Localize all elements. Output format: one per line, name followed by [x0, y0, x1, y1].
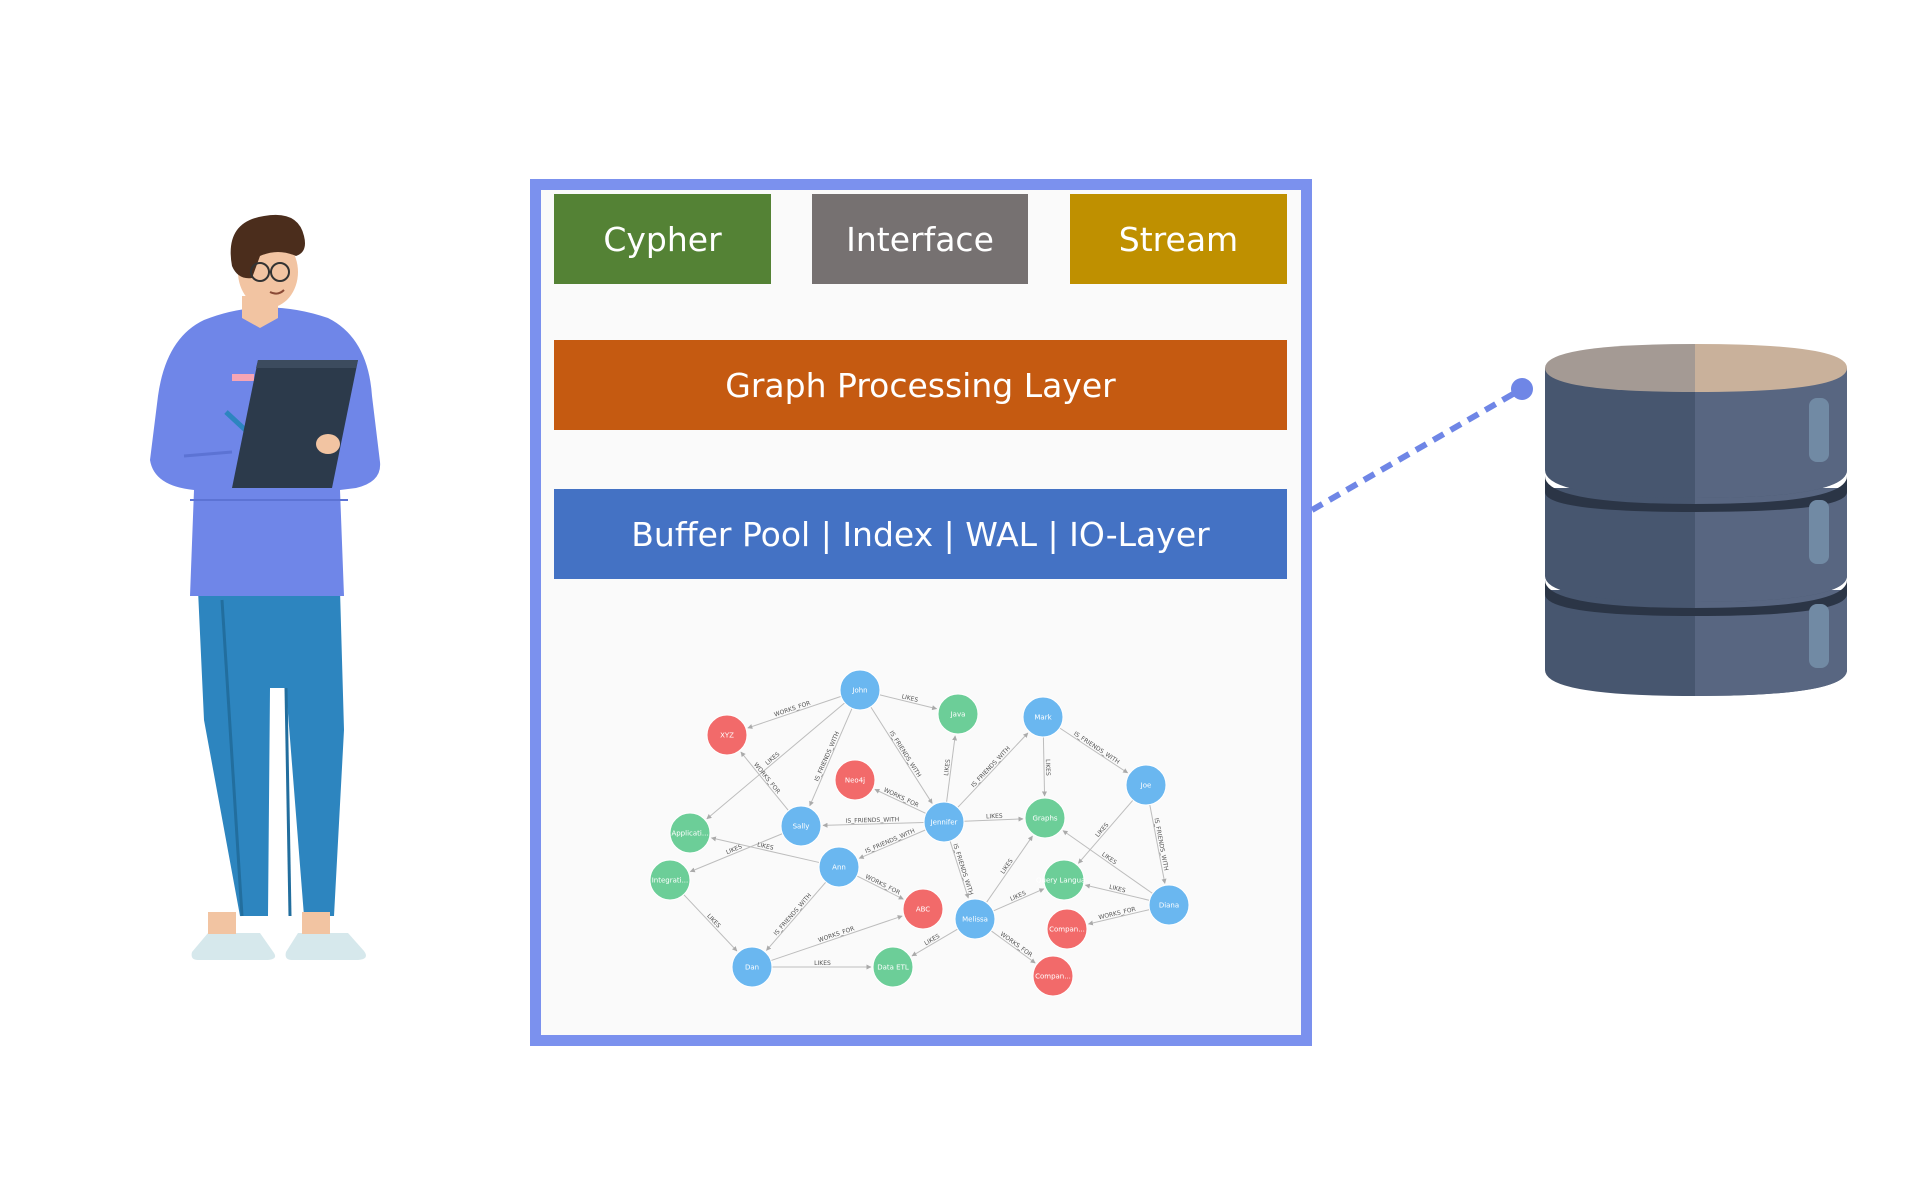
graph-edge-label: LIKES — [756, 841, 774, 852]
graph-node-java: Java — [937, 693, 979, 735]
graph-node-joe: Joe — [1125, 764, 1167, 806]
graph-edge — [1059, 727, 1129, 774]
graph-node-label: Applicati... — [671, 830, 708, 838]
graph-node-label: Integrati... — [652, 877, 689, 885]
graph-edge — [683, 894, 738, 952]
graph-edge — [985, 835, 1033, 903]
graph-node-abc: ABC — [902, 888, 944, 930]
graph-edge — [1087, 909, 1150, 926]
graph-edge — [770, 915, 903, 962]
graph-edge — [870, 706, 933, 804]
graph-edge — [1084, 883, 1150, 901]
graph-edge — [911, 928, 958, 957]
graph-edge — [990, 930, 1036, 964]
graph-node-label: Diana — [1159, 902, 1179, 910]
graph-node-applicati: Applicati... — [669, 812, 711, 854]
graph-edge — [949, 840, 970, 899]
graph-node-diana: Diana — [1148, 884, 1190, 926]
graph-node-label: Data ETL — [877, 964, 909, 972]
graph-edge-label: LIKES — [901, 693, 919, 704]
hair — [230, 214, 305, 279]
graph-edge — [874, 788, 927, 814]
graph-node-label: Dan — [745, 964, 759, 972]
graph-node-label: Sally — [793, 823, 810, 831]
graph-node-xyz: XYZ — [706, 714, 748, 756]
graph-node-label: Melissa — [962, 916, 988, 924]
graph-edge — [957, 732, 1029, 808]
graph-node-mark: Mark — [1022, 696, 1064, 738]
graph-node-label: XYZ — [720, 732, 734, 740]
graph-edge — [879, 694, 938, 711]
graph-node-integrati: Integrati... — [649, 859, 691, 901]
graph-node-sally: Sally — [780, 805, 822, 847]
graph-edge — [747, 695, 842, 729]
connector-line — [1310, 387, 1522, 513]
graph-edge — [856, 875, 904, 900]
graph-node-compan1: Compan... — [1046, 908, 1088, 950]
graph-edge — [809, 708, 853, 807]
graph-node-label: Mark — [1034, 714, 1052, 722]
graph-edge — [1077, 799, 1134, 864]
graph-node-dan: Dan — [731, 946, 773, 988]
graph-edge — [946, 735, 958, 803]
graph-node-dataetl: Data ETL — [872, 946, 914, 988]
graph-edge — [689, 833, 783, 873]
cypher-layer: Cypher — [554, 194, 771, 284]
graph-node-neo4j: Neo4j — [834, 759, 876, 801]
graph-node-label: ABC — [916, 906, 930, 914]
left-shoe — [191, 933, 276, 960]
graph-edge — [710, 836, 820, 864]
graph-node-label: Joe — [1140, 782, 1152, 790]
stream-layer: Stream — [1070, 194, 1287, 284]
graph-node-label: Ann — [832, 864, 846, 872]
right-shoe — [285, 933, 366, 960]
graph-edge-label: LIKES — [1108, 884, 1126, 895]
graph-edge — [740, 751, 789, 811]
graph-node-label: Neo4j — [845, 777, 865, 785]
graph-node-john: John — [839, 669, 881, 711]
graph-node-jennifer: Jennifer — [923, 801, 965, 843]
person-illustration — [150, 214, 381, 960]
graph-edge — [706, 702, 846, 820]
trousers — [198, 590, 344, 916]
graph-edge-label: LIKES — [943, 759, 952, 777]
connector — [1310, 378, 1533, 513]
graph-edge-label: LIKES — [1044, 759, 1051, 776]
graph-edge — [1062, 830, 1153, 894]
graph-edge-label: IS_FRIENDS_WITH — [846, 816, 900, 824]
clipboard — [232, 360, 358, 488]
graph-edge — [766, 881, 827, 951]
graph-node-label: John — [851, 687, 867, 695]
graph-node-label: Java — [950, 711, 966, 719]
graph-edge-label: LIKES — [814, 960, 831, 967]
graph-node-query: Query Langua... — [1036, 859, 1092, 901]
graph-edge-label: LIKES — [986, 813, 1003, 821]
connector-dot — [1511, 378, 1533, 400]
interface-layer: Interface — [812, 194, 1028, 284]
graph-edge — [963, 816, 1024, 822]
graph-node-compan2: Compan... — [1032, 955, 1074, 997]
graph-edge — [993, 888, 1045, 912]
graph-edge — [858, 829, 926, 859]
database-icon — [1545, 344, 1847, 696]
graph-node-melissa: Melissa — [954, 898, 996, 940]
graph-node-graphs: Graphs — [1024, 797, 1066, 839]
graph-edge — [1041, 736, 1047, 797]
graph-node-ann: Ann — [818, 846, 860, 888]
graph-node-label: Jennifer — [930, 819, 958, 827]
graph-node-label: Query Langua... — [1036, 877, 1092, 885]
graph-node-label: Graphs — [1032, 815, 1057, 823]
graph-processing-layer: Graph Processing Layer — [554, 340, 1287, 430]
graph-edge — [822, 822, 925, 828]
graph-node-label: Compan... — [1035, 973, 1071, 981]
graph-node-label: Compan... — [1049, 926, 1085, 934]
storage-layer: Buffer Pool | Index | WAL | IO-Layer — [554, 489, 1287, 579]
graph-edge — [1149, 804, 1167, 884]
